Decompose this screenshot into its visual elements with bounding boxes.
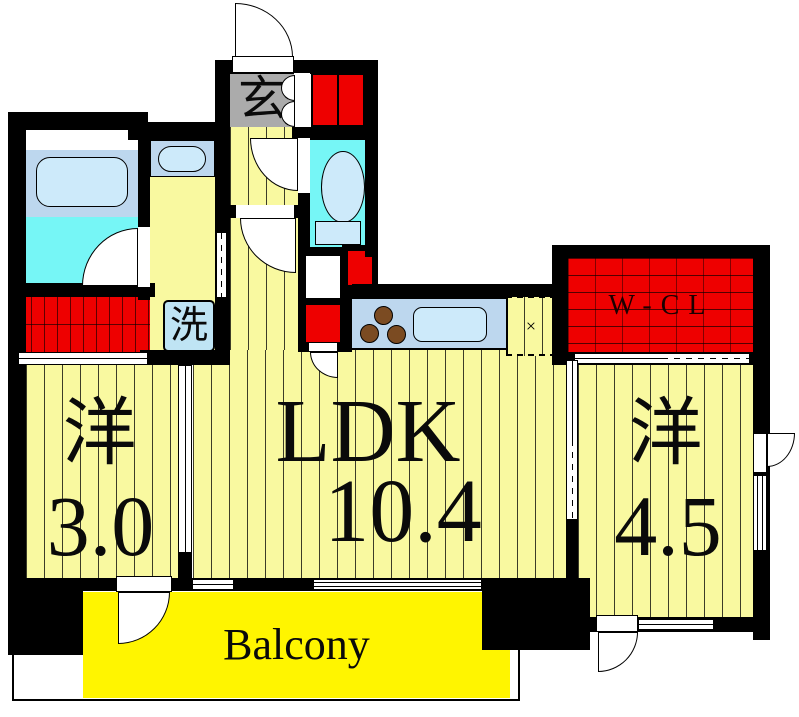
wall-top-bathroom bbox=[8, 112, 140, 130]
walk-in-closet-label: W-CL bbox=[608, 289, 715, 321]
entrance-door-swing bbox=[235, 3, 293, 57]
washroom-sliding-door bbox=[216, 232, 227, 298]
window-ldk-small bbox=[192, 579, 234, 590]
toilet-tank-icon bbox=[315, 221, 361, 245]
wall-left bbox=[8, 112, 26, 590]
wcl-folding-door bbox=[574, 353, 750, 364]
ldk-label: LDK bbox=[275, 382, 461, 481]
ldk-size: 10.4 bbox=[324, 462, 482, 561]
window-45-east bbox=[753, 475, 767, 551]
western-right-size: 4.5 bbox=[614, 477, 722, 574]
storage-cabinet bbox=[306, 305, 340, 342]
shoe-cabinet-divider bbox=[337, 75, 339, 125]
toilet-door-gap bbox=[298, 138, 310, 193]
western-room-left-floor bbox=[26, 352, 178, 578]
refrigerator-space: × bbox=[506, 296, 556, 356]
sliding-partition-30-ldk bbox=[178, 365, 192, 553]
stove-burner-icon bbox=[360, 324, 379, 343]
wall-east-upper bbox=[365, 60, 378, 257]
wall-wcl-top bbox=[552, 245, 770, 258]
window-45-south bbox=[638, 619, 714, 630]
room45-east-door-swing bbox=[767, 433, 795, 467]
laundry-pan-icon: 洗 bbox=[163, 300, 215, 352]
wash-basin-icon bbox=[158, 146, 206, 172]
entrance-door-leaf bbox=[232, 56, 294, 73]
toilet-bowl-icon bbox=[321, 151, 365, 223]
window-ldk-large bbox=[313, 579, 482, 590]
room45-east-door-leaf bbox=[753, 433, 767, 473]
bathroom-door-gap bbox=[138, 227, 150, 287]
pipe-space bbox=[306, 256, 340, 298]
wall-kitchen-north bbox=[352, 284, 568, 297]
wall-corner-left bbox=[8, 578, 83, 655]
laundry-label: 洗 bbox=[169, 305, 208, 347]
stove-burner-icon bbox=[387, 325, 406, 344]
closet bbox=[18, 297, 150, 352]
stove-burner-icon bbox=[374, 306, 393, 325]
kitchen-sink-icon bbox=[413, 307, 487, 342]
wall-partition-30-stub bbox=[178, 552, 192, 580]
western-left-size: 3.0 bbox=[46, 477, 155, 574]
wall-genkan-west bbox=[215, 60, 230, 130]
bathtub-icon bbox=[36, 157, 128, 207]
wall-wcl-west bbox=[552, 258, 568, 365]
storage-door-leaf bbox=[308, 342, 338, 352]
wall-under-shoebox bbox=[292, 127, 378, 140]
room45-south-door-leaf bbox=[596, 615, 638, 632]
room45-south-door-swing bbox=[598, 632, 638, 672]
balcony-door-leaf bbox=[116, 576, 172, 592]
refrigerator-mark: × bbox=[525, 315, 537, 336]
hall-door-gap bbox=[236, 205, 294, 218]
fridge-space-floor bbox=[506, 296, 556, 356]
ldk-floor bbox=[193, 350, 566, 578]
wall-bath-bottom bbox=[8, 283, 155, 297]
walk-in-closet: W-CL bbox=[568, 258, 755, 353]
western-right-label: 洋 bbox=[628, 393, 703, 475]
balcony-label: Balcony bbox=[223, 620, 370, 669]
wall-partition-30-stub bbox=[178, 352, 192, 366]
western-room-right-floor bbox=[578, 352, 753, 617]
genkan-floor: 玄 bbox=[230, 73, 294, 127]
wall-corner-right bbox=[482, 578, 590, 650]
genkan-label: 玄 bbox=[237, 73, 286, 126]
sliding-door-ldk-45 bbox=[566, 360, 578, 520]
shoe-cabinet-door-gap bbox=[294, 73, 310, 127]
western-left-label: 洋 bbox=[62, 393, 137, 475]
closet-sliding-door bbox=[18, 352, 148, 365]
wall-top-washroom bbox=[140, 122, 218, 140]
